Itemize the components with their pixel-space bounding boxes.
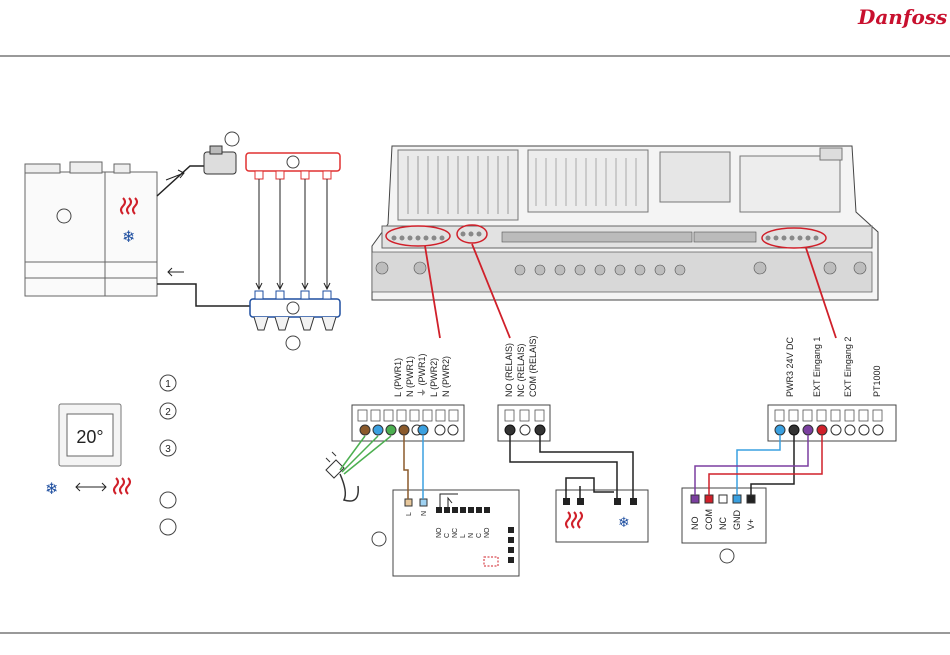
supply-manifold — [246, 153, 340, 179]
relay-wiring — [510, 435, 633, 498]
relay-terminal-block — [498, 405, 550, 441]
svg-text:⏚ (PWR1): ⏚ (PWR1) — [417, 353, 427, 397]
svg-text:3: 3 — [165, 444, 171, 455]
svg-text:NC: NC — [452, 528, 459, 538]
floor-loops — [256, 179, 330, 289]
legend-marker-3: 3 — [160, 440, 176, 456]
ext-terminal-block — [768, 405, 896, 441]
svg-text:NO: NO — [484, 527, 491, 538]
controller-board — [372, 146, 878, 300]
legend-marker-1: 1 — [160, 375, 176, 391]
svg-text:N (PWR2): N (PWR2) — [441, 356, 451, 397]
brand-logo: Danfoss — [857, 5, 947, 29]
mains-plug — [326, 452, 358, 501]
heat-source-unit: ❄ — [25, 162, 157, 296]
svg-text:PWR3 24V DC: PWR3 24V DC — [785, 336, 795, 397]
legend-marker-5 — [160, 519, 176, 535]
legend-marker-2: 2 — [160, 403, 176, 419]
room-thermostat: 20° — [59, 404, 121, 466]
svg-text:L: L — [406, 512, 413, 516]
changeover-module: L N NO C NC L N C NO — [372, 490, 519, 576]
svg-text:L (PWR2): L (PWR2) — [429, 358, 439, 397]
svg-text:NO: NO — [690, 517, 700, 531]
svg-text:NC (RELAIS): NC (RELAIS) — [516, 343, 526, 397]
legend-marker-4 — [160, 492, 176, 508]
legend: 1 2 3 — [160, 375, 176, 535]
svg-text:L (PWR1): L (PWR1) — [393, 358, 403, 397]
cooling-icon: ❄ — [122, 227, 135, 246]
svg-text:NC: NC — [718, 517, 728, 530]
svg-text:N (PWR1): N (PWR1) — [405, 356, 415, 397]
heating-mode-icon — [114, 478, 130, 494]
sensor-module: NO COM NC GND V+ — [682, 488, 766, 563]
return-manifold — [250, 291, 340, 350]
svg-text:N: N — [468, 533, 475, 538]
flow-arrow-return — [168, 268, 184, 276]
flow-arrow-out — [166, 170, 184, 180]
thermostat-display: 20° — [76, 427, 103, 447]
relay-terminal-labels: NO (RELAIS) NC (RELAIS) COM (RELAIS) — [504, 335, 538, 397]
power-terminal-block — [352, 405, 464, 441]
svg-text:2: 2 — [165, 407, 171, 418]
supply-pipe — [157, 166, 250, 306]
svg-text:C: C — [476, 533, 483, 538]
svg-text:EXT Eingang 2: EXT Eingang 2 — [843, 337, 853, 397]
svg-text:NO: NO — [436, 527, 443, 538]
svg-text:1: 1 — [165, 379, 171, 390]
svg-text:COM: COM — [704, 509, 714, 530]
mode-switch-arrow — [76, 483, 106, 491]
svg-text:V+: V+ — [746, 519, 756, 530]
mixing-valve — [204, 132, 239, 174]
svg-text:NO (RELAIS): NO (RELAIS) — [504, 343, 514, 397]
mains-wires — [340, 436, 391, 474]
svg-text:GND: GND — [732, 510, 742, 531]
svg-text:COM (RELAIS): COM (RELAIS) — [528, 335, 538, 397]
sensor-wiring — [695, 435, 822, 495]
svg-text:PT1000: PT1000 — [872, 365, 882, 397]
svg-text:N: N — [421, 511, 428, 516]
power-terminal-labels: L (PWR1) N (PWR1) ⏚ (PWR1) L (PWR2) N (P… — [393, 353, 451, 397]
cooling-icon-actuator: ❄ — [618, 515, 630, 531]
svg-text:C: C — [444, 533, 451, 538]
ext-terminal-labels: PWR3 24V DC EXT Eingang 1 EXT Eingang 2 … — [785, 336, 882, 397]
actuator-module: ❄ — [556, 490, 648, 542]
svg-text:EXT Eingang 1: EXT Eingang 1 — [812, 337, 822, 397]
cooling-mode-icon: ❄ — [45, 479, 58, 498]
svg-text:L: L — [460, 534, 467, 538]
